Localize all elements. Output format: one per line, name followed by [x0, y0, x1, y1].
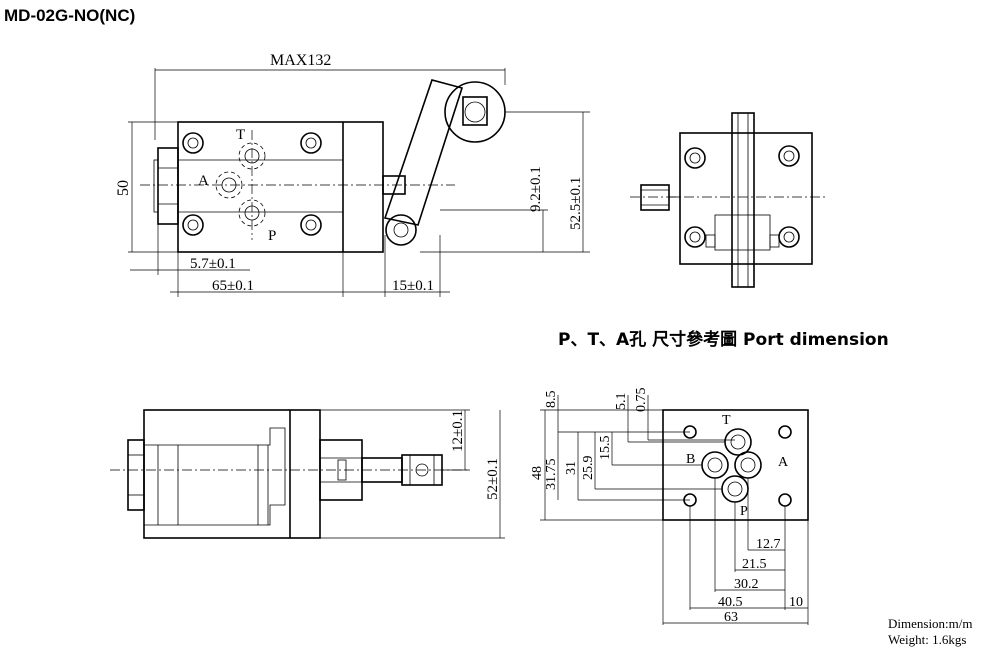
mounting-bolt: [300, 132, 322, 154]
side-view-body: [143, 409, 321, 539]
mounting-bolt: [182, 132, 204, 154]
dim-63: 63: [724, 610, 738, 625]
port-label-p: P: [740, 504, 748, 519]
port-a: [734, 451, 762, 479]
dim-8-5: 8.5: [544, 391, 559, 409]
dim-31-75: 31.75: [544, 459, 559, 491]
hex-nut: [157, 147, 179, 225]
port-t: [724, 428, 752, 456]
end-view-lever: [731, 112, 755, 288]
dimension-unit-note: Dimension:m/m: [888, 616, 973, 631]
lever-arm: [383, 79, 464, 226]
port-p: [721, 475, 749, 503]
side-view: 12±0.1 52±0.1: [110, 409, 505, 539]
port-b: [701, 451, 729, 479]
dim-0-75: 0.75: [634, 388, 649, 413]
dim-12: 12±0.1: [450, 410, 466, 452]
dim-5-1: 5.1: [614, 393, 629, 411]
dim-30-2: 30.2: [734, 577, 759, 592]
dim-31: 31: [564, 461, 579, 475]
side-hex-nut: [127, 439, 145, 511]
end-view-body: [679, 132, 813, 265]
mounting-bolt: [684, 226, 706, 248]
top-view: T A P MAX132 50 5.7±0.1: [115, 52, 590, 297]
mounting-bolt: [778, 226, 800, 248]
port-view: T B A P 8.5 48 31.75 31 25.9 15.5 5.1 0.…: [530, 388, 809, 625]
dim-52: 52±0.1: [485, 458, 501, 500]
dim-10: 10: [789, 595, 803, 610]
port-label-a: A: [198, 173, 209, 189]
lever-pivot: [385, 214, 417, 246]
port-label-p: P: [268, 228, 276, 244]
end-view-roller: [640, 184, 670, 211]
dim-48: 48: [530, 466, 545, 480]
dim-9-2: 9.2±0.1: [528, 166, 544, 212]
dim-52-5: 52.5±0.1: [568, 177, 584, 230]
dim-25-9: 25.9: [581, 456, 596, 481]
mounting-bolt: [300, 214, 322, 236]
dim-15-5: 15.5: [598, 436, 613, 461]
dim-15: 15±0.1: [392, 278, 434, 294]
drawing-title: MD-02G-NO(NC): [4, 6, 136, 25]
mounting-bolt: [684, 147, 706, 169]
dim-max-length: MAX132: [270, 52, 331, 69]
dim-21-5: 21.5: [742, 557, 767, 572]
port-label-a: A: [778, 455, 789, 470]
port-label-b: B: [686, 452, 695, 467]
bolt-hole: [778, 493, 792, 507]
mounting-bolt: [182, 214, 204, 236]
dim-65: 65±0.1: [212, 278, 254, 294]
port-dimension-heading: P、T、A孔 尺寸參考圖 Port dimension: [558, 330, 889, 350]
dim-5-7: 5.7±0.1: [190, 256, 236, 272]
mounting-bolt: [778, 145, 800, 167]
end-view: [630, 112, 825, 288]
bolt-hole: [778, 425, 792, 439]
dim-40-5: 40.5: [718, 595, 743, 610]
dim-12-7: 12.7: [756, 537, 781, 552]
weight-note: Weight: 1.6kgs: [888, 632, 967, 647]
port-label-t: T: [236, 127, 245, 143]
dim-height: 50: [115, 180, 132, 196]
port-label-t: T: [722, 413, 731, 428]
